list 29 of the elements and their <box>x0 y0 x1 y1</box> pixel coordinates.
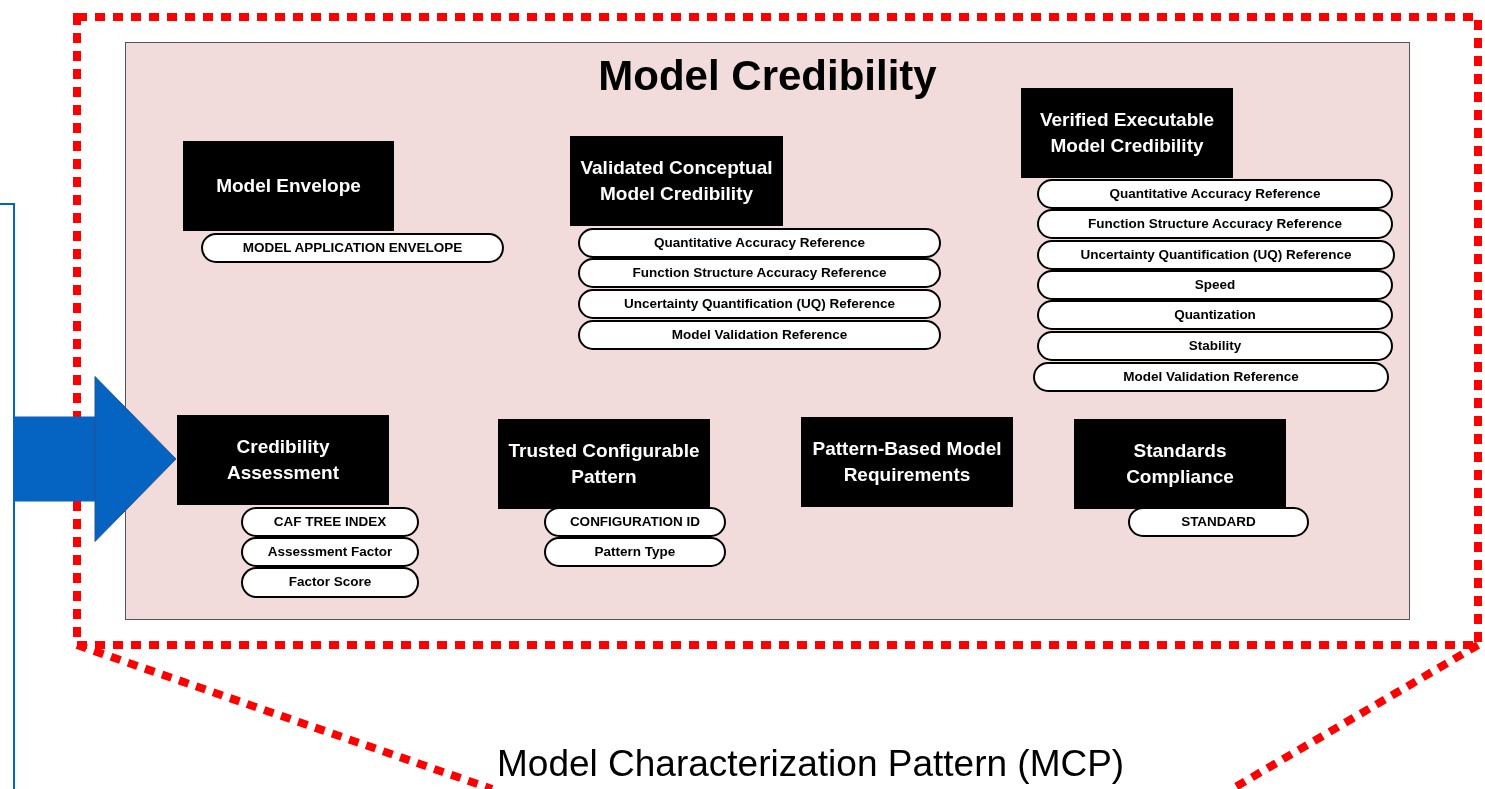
block-arrow <box>14 376 177 542</box>
entity-header: Verified Executable Model Credibility <box>1021 88 1233 178</box>
attribute-pill: Stability <box>1037 331 1393 361</box>
entity-header: Validated Conceptual Model Credibility <box>570 136 783 226</box>
attribute-pill: Assessment Factor <box>241 537 419 567</box>
attribute-pill: Speed <box>1037 270 1393 300</box>
attribute-pill: Quantization <box>1037 300 1393 330</box>
attribute-pill: Quantitative Accuracy Reference <box>1037 179 1393 209</box>
entity-header: Model Envelope <box>183 141 394 231</box>
attribute-pill: STANDARD <box>1128 507 1309 537</box>
attribute-pill: Function Structure Accuracy Reference <box>578 258 941 288</box>
attribute-pill: Model Validation Reference <box>578 320 941 350</box>
attribute-pill: Factor Score <box>241 567 419 598</box>
attribute-pill: Pattern Type <box>544 537 726 567</box>
attribute-pill: CAF TREE INDEX <box>241 507 419 537</box>
entity-header: Credibility Assessment <box>177 415 389 505</box>
attribute-pill: Model Validation Reference <box>1033 362 1389 392</box>
attribute-pill: MODEL APPLICATION ENVELOPE <box>201 233 504 263</box>
attribute-pill: CONFIGURATION ID <box>544 507 726 537</box>
entity-header: Pattern-Based Model Requirements <box>801 417 1013 507</box>
attribute-pill: Uncertainty Quantification (UQ) Reference <box>1037 240 1395 270</box>
caption: Model Characterization Pattern (MCP) <box>497 742 1125 786</box>
panel-background <box>125 42 1410 620</box>
entity-header: Standards Compliance <box>1074 419 1286 509</box>
panel-title: Model Credibility <box>597 55 938 97</box>
entity-header: Trusted Configurable Pattern <box>498 419 710 509</box>
attribute-pill: Function Structure Accuracy Reference <box>1037 209 1393 239</box>
attribute-pill: Quantitative Accuracy Reference <box>578 228 941 258</box>
attribute-pill: Uncertainty Quantification (UQ) Reference <box>578 289 941 319</box>
